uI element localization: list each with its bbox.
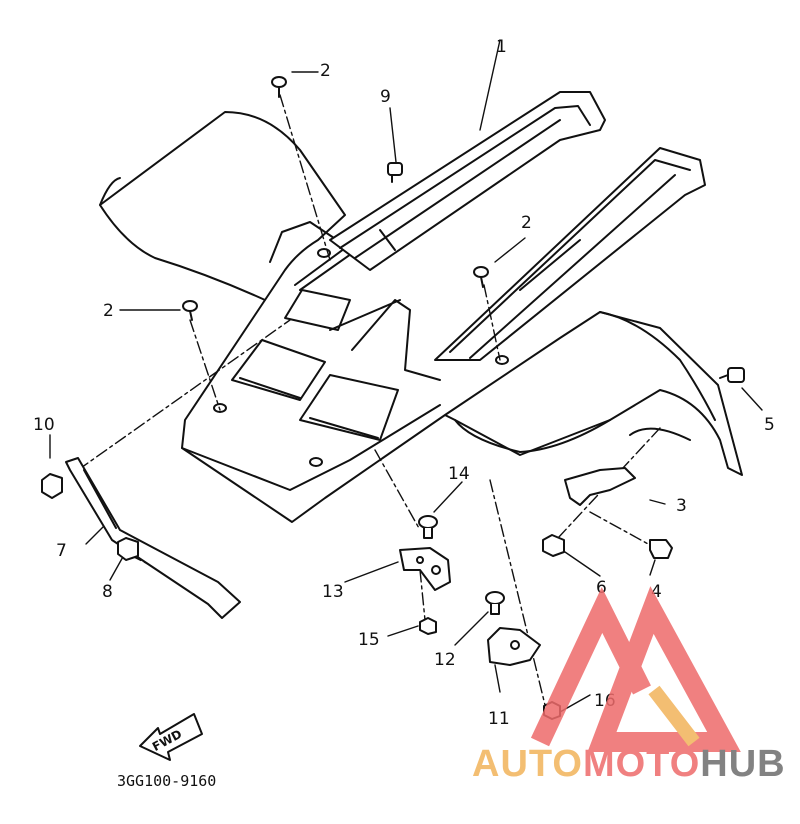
- bolt-14: [418, 515, 438, 539]
- callout-1: 1: [496, 37, 507, 57]
- bracket-11: [487, 627, 541, 666]
- bolt-12: [485, 591, 505, 615]
- automotohub-watermark: AUTOMOTOHUB: [472, 586, 786, 785]
- callout-4: 4: [651, 582, 662, 602]
- nut-6: [542, 534, 565, 557]
- svg-text:AUTOMOTOHUB: AUTOMOTOHUB: [472, 743, 786, 785]
- callout-15: 15: [358, 630, 380, 650]
- callout-10: 10: [33, 415, 55, 435]
- rear-fender: [99, 91, 743, 523]
- bolt-5: [719, 367, 745, 383]
- screw-2a: [271, 76, 287, 98]
- watermark-logo-icon: [530, 586, 741, 752]
- screw-2b: [182, 300, 198, 321]
- callout-5: 5: [764, 415, 775, 435]
- nut-8: [117, 537, 139, 561]
- callout-2c: 2: [521, 213, 532, 233]
- callout-14: 14: [448, 464, 470, 484]
- callout-13: 13: [322, 582, 344, 602]
- screw-2c: [473, 266, 489, 288]
- bracket-13: [399, 547, 451, 591]
- stay-bracket: [564, 467, 636, 506]
- bolt-4: [649, 539, 673, 559]
- callouts: 1 2 9 2 2 5 10 14 3 7 13 8 6 4 15 12 16 …: [33, 37, 775, 790]
- callout-11: 11: [488, 709, 510, 729]
- callout-7: 7: [56, 541, 67, 561]
- nut-15: [419, 617, 437, 635]
- watermark-auto: AUTO: [472, 743, 583, 785]
- nut-10: [41, 473, 63, 499]
- callout-3: 3: [676, 496, 687, 516]
- bolt-9: [387, 162, 403, 183]
- callout-2b: 2: [103, 301, 114, 321]
- watermark-hub: HUB: [700, 743, 785, 785]
- part-code: 3GG100-9160: [117, 772, 216, 790]
- callout-9: 9: [380, 87, 391, 107]
- fender-brace: [65, 457, 241, 619]
- watermark-moto: MOTO: [583, 743, 700, 785]
- callout-12: 12: [434, 650, 456, 670]
- fwd-arrow: FWD: [139, 713, 203, 761]
- callout-2a: 2: [320, 61, 331, 81]
- callout-8: 8: [102, 582, 113, 602]
